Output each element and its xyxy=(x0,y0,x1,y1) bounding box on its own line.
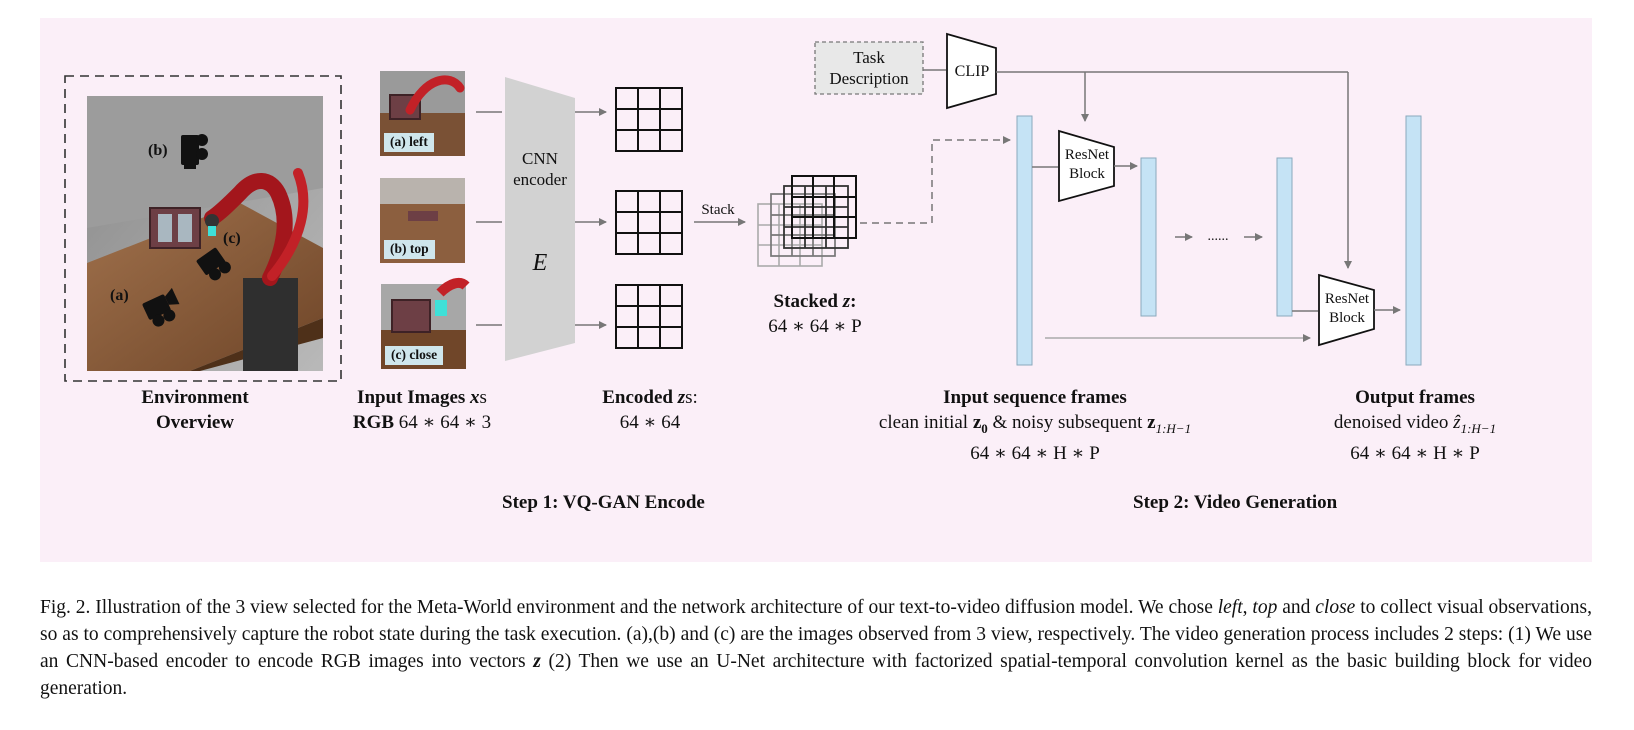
output-frames-label: Output frames denoised video ẑ1:H−1 64 ∗… xyxy=(1333,387,1497,464)
hidden-frame-bar-2 xyxy=(1276,157,1293,317)
resnet-block-1-label: ResNet Block xyxy=(1064,147,1110,182)
task-description-box xyxy=(814,41,924,95)
camera-b-label: (b) xyxy=(148,142,168,159)
encoder-symbol: E xyxy=(532,250,548,276)
input-sequence-label: Input sequence frames clean initial z0 &… xyxy=(878,387,1192,464)
clip-label: CLIP xyxy=(954,63,990,80)
step-2-title: Step 2: Video Generation xyxy=(1133,492,1338,513)
input-frame-bar xyxy=(1016,115,1033,366)
step-1-title: Step 1: VQ-GAN Encode xyxy=(502,492,705,513)
architecture-figure: (b) (c) (a) (a) left (b) top (c) close C… xyxy=(40,18,1592,562)
view-close-thumbnail: (c) close xyxy=(381,284,466,369)
hidden-frame-bar-1 xyxy=(1140,157,1157,317)
resnet-block-1-shape xyxy=(1058,129,1115,203)
encoded-label: Encoded zs: 64 ∗ 64 xyxy=(602,387,698,433)
camera-a-label: (a) xyxy=(110,287,129,304)
stacked-grids xyxy=(757,175,857,267)
stack-label: Stack xyxy=(701,202,735,218)
output-frame-bar xyxy=(1405,115,1422,366)
encoded-grid-3 xyxy=(615,284,683,349)
environment-frame xyxy=(64,75,342,382)
clip-shape xyxy=(946,32,997,110)
environment-label: Environment Overview xyxy=(141,387,249,433)
view-close-tag: (c) close xyxy=(385,346,444,365)
view-top-thumbnail: (b) top xyxy=(380,178,465,263)
camera-c-icon xyxy=(196,247,231,281)
ellipsis: ...... xyxy=(1207,229,1229,244)
dashed-connector xyxy=(860,136,1011,224)
encoder-title: CNN encoder xyxy=(513,149,567,189)
view-left-thumbnail: (a) left xyxy=(380,71,465,156)
resnet-block-2-shape xyxy=(1318,273,1375,347)
diagram-graphics xyxy=(64,32,1422,382)
figure-caption: Fig. 2. Illustration of the 3 view selec… xyxy=(40,597,1592,699)
cnn-encoder-shape xyxy=(505,77,575,361)
task-description-text: Task Description xyxy=(829,48,909,88)
view-top-tag: (b) top xyxy=(384,240,435,259)
view-left-tag: (a) left xyxy=(384,133,434,152)
encoded-grid-2 xyxy=(615,190,683,255)
encoded-grid-1 xyxy=(615,87,683,152)
camera-b-icon xyxy=(181,134,208,169)
input-images-label: Input Images xs RGB 64 ∗ 64 ∗ 3 xyxy=(352,387,492,433)
stacked-label: Stacked z: 64 ∗ 64 ∗ P xyxy=(768,291,862,337)
resnet-block-2-label: ResNet Block xyxy=(1324,291,1370,326)
camera-a-icon xyxy=(142,287,180,327)
camera-c-label: (c) xyxy=(223,230,241,247)
